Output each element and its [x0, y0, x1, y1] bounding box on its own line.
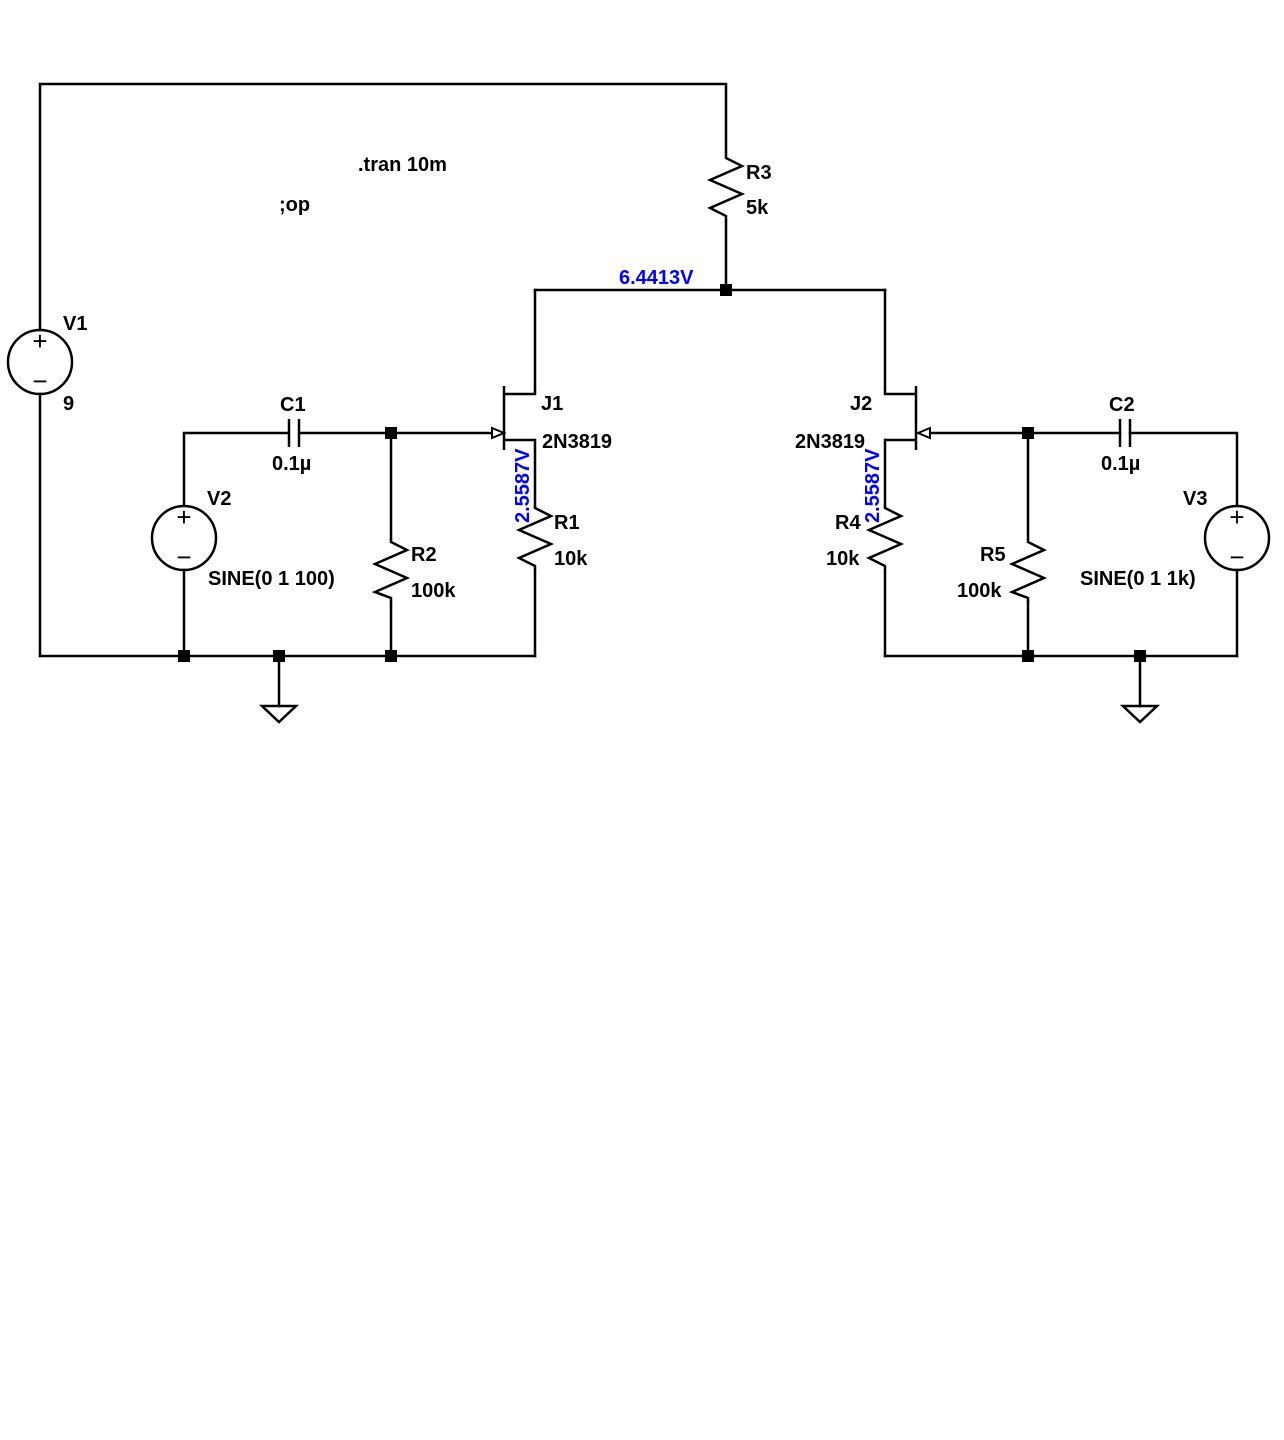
r1-value-label: 10k [554, 548, 588, 570]
c2-ref-label: C2 [1109, 394, 1135, 416]
source-circle-v3 [1203, 504, 1271, 572]
c2-value-label: 0.1µ [1101, 453, 1140, 475]
wires [38, 82, 1239, 708]
directive-op[interactable]: ;op [279, 194, 310, 216]
node-voltage-j2-source: 2.5587V [862, 448, 884, 523]
junctions [178, 284, 1146, 662]
junction-j2-gate [1022, 427, 1034, 439]
voltage-source-v3[interactable]: + − [1203, 502, 1271, 572]
plus-symbol: + [176, 502, 191, 532]
wire-v2-to-c1 [182, 431, 290, 508]
junction-drain-node [720, 284, 732, 296]
jfet-gate-arrow [491, 426, 507, 440]
junction-ground-r5 [1022, 650, 1034, 662]
r4-value-label: 10k [826, 548, 860, 570]
wire-supply-top [38, 82, 728, 332]
v1-value-label: 9 [63, 393, 74, 415]
v1-ref-label: V1 [63, 313, 87, 335]
c1-value-label: 0.1µ [272, 453, 311, 475]
j2-model-label: 2N3819 [795, 431, 865, 453]
directive-tran[interactable]: .tran 10m [358, 154, 447, 176]
j1-ref-label: J1 [541, 393, 563, 415]
voltage-source-v2[interactable]: + − [150, 502, 218, 572]
junction-ground-right [1134, 650, 1146, 662]
resistor-r2[interactable] [371, 538, 411, 602]
capacitor-c2[interactable] [1118, 419, 1132, 447]
capacitor-c1[interactable] [287, 419, 301, 447]
wire-c2-to-v3 [1128, 431, 1239, 508]
jfet-drain-lead [883, 388, 916, 396]
junction-ground-left [273, 650, 285, 662]
r1-ref-label: R1 [554, 512, 580, 534]
plus-symbol: + [1229, 502, 1244, 532]
source-circle-v2 [150, 504, 218, 572]
ground-symbol-right [1119, 704, 1161, 724]
resistor-r3[interactable] [706, 152, 746, 222]
node-voltage-drain: 6.4413V [619, 267, 694, 289]
r3-ref-label: R3 [746, 162, 772, 184]
junction-ground-r2 [385, 650, 397, 662]
ground-symbol-left [258, 704, 300, 724]
r4-ref-label: R4 [835, 512, 861, 534]
r5-value-label: 100k [957, 580, 1002, 602]
jfet-gate-arrow [915, 426, 931, 440]
resistor-r5[interactable] [1008, 538, 1048, 602]
c1-ref-label: C1 [280, 394, 306, 416]
junction-ground-v2 [178, 650, 190, 662]
junction-j1-gate [385, 427, 397, 439]
v2-ref-label: V2 [207, 488, 231, 510]
resistor-r1[interactable] [515, 506, 555, 572]
jfet-j2[interactable] [883, 386, 931, 450]
v3-ref-label: V3 [1183, 488, 1207, 510]
minus-symbol: − [32, 366, 47, 396]
node-voltage-j1-source: 2.5587V [512, 448, 534, 523]
minus-symbol: − [1229, 542, 1244, 572]
jfet-j1[interactable] [491, 386, 537, 450]
voltage-source-v1[interactable]: + − [6, 326, 74, 396]
r5-ref-label: R5 [980, 544, 1006, 566]
resistor-r4[interactable] [865, 506, 905, 572]
source-circle-v1 [6, 328, 74, 396]
r2-value-label: 100k [411, 580, 456, 602]
j2-ref-label: J2 [850, 393, 872, 415]
minus-symbol: − [176, 542, 191, 572]
r3-value-label: 5k [746, 197, 769, 219]
j1-model-label: 2N3819 [542, 431, 612, 453]
v2-value-label: SINE(0 1 100) [208, 568, 335, 590]
plus-symbol: + [32, 326, 47, 356]
v3-value-label: SINE(0 1 1k) [1080, 568, 1196, 590]
r2-ref-label: R2 [411, 544, 437, 566]
jfet-drain-lead [504, 388, 537, 396]
